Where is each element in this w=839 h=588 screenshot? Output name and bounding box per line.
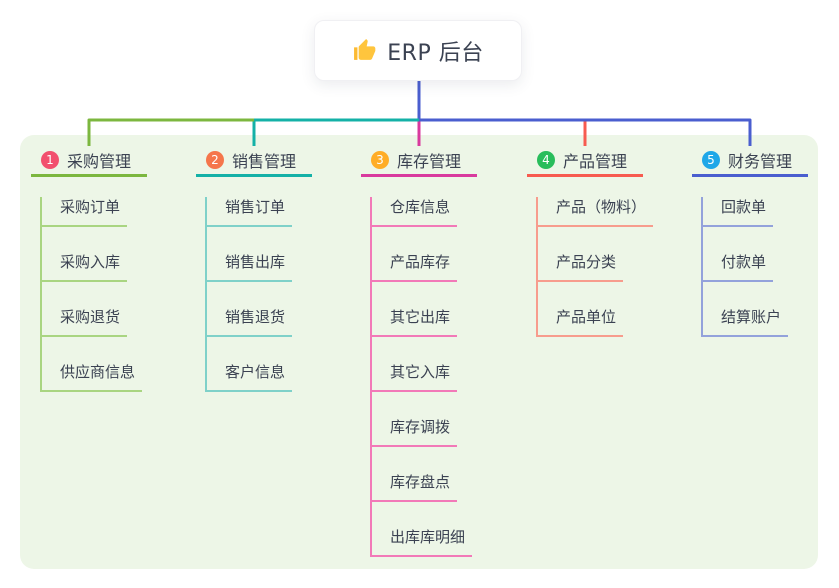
node-warehouse-info[interactable]: 仓库信息: [372, 197, 458, 227]
branch-inventory-label: 库存管理: [397, 152, 462, 171]
node-sales-outbound[interactable]: 销售出库: [207, 252, 293, 282]
branch-product-badge: 4: [537, 151, 555, 169]
branch-inventory: 3 库存管理 仓库信息 产品库存 其它出库 其它入库 库存调拨 库存盘点 出库库…: [361, 146, 481, 557]
branch-inventory-title[interactable]: 3 库存管理: [361, 146, 477, 177]
branch-finance-badge: 5: [702, 151, 720, 169]
root-node-label: ERP 后台: [387, 40, 484, 66]
branch-product: 4 产品管理 产品（物料） 产品分类 产品单位: [527, 146, 654, 337]
node-product-unit[interactable]: 产品单位: [538, 307, 624, 337]
branch-purchase-children: 采购订单 采购入库 采购退货 供应商信息: [40, 197, 151, 392]
branch-sales-children: 销售订单 销售出库 销售退货 客户信息: [205, 197, 316, 392]
branch-product-children: 产品（物料） 产品分类 产品单位: [536, 197, 654, 337]
branch-purchase: 1 采购管理 采购订单 采购入库 采购退货 供应商信息: [31, 146, 151, 392]
branch-finance: 5 财务管理 回款单 付款单 结算账户: [692, 146, 812, 337]
branches-background-panel: [20, 135, 818, 569]
node-purchase-return[interactable]: 采购退货: [42, 307, 128, 337]
node-purchase-order[interactable]: 采购订单: [42, 197, 128, 227]
node-other-inbound[interactable]: 其它入库: [372, 362, 458, 392]
node-outbound-detail[interactable]: 出库库明细: [372, 527, 473, 557]
thumbs-up-icon: [354, 39, 376, 60]
root-node-erp[interactable]: ERP 后台: [314, 20, 522, 81]
branch-finance-title[interactable]: 5 财务管理: [692, 146, 808, 177]
branch-product-title[interactable]: 4 产品管理: [527, 146, 643, 177]
branch-inventory-children: 仓库信息 产品库存 其它出库 其它入库 库存调拨 库存盘点 出库库明细: [370, 197, 481, 557]
node-purchase-inbound[interactable]: 采购入库: [42, 252, 128, 282]
node-other-outbound[interactable]: 其它出库: [372, 307, 458, 337]
node-payment-bill[interactable]: 付款单: [703, 252, 774, 282]
node-stock-count[interactable]: 库存盘点: [372, 472, 458, 502]
branch-purchase-badge: 1: [41, 151, 59, 169]
node-settlement-account[interactable]: 结算账户: [703, 307, 789, 337]
branch-sales-badge: 2: [206, 151, 224, 169]
branch-sales-title[interactable]: 2 销售管理: [196, 146, 312, 177]
node-customer-info[interactable]: 客户信息: [207, 362, 293, 392]
branch-inventory-badge: 3: [371, 151, 389, 169]
branch-sales: 2 销售管理 销售订单 销售出库 销售退货 客户信息: [196, 146, 316, 392]
branch-finance-children: 回款单 付款单 结算账户: [701, 197, 812, 337]
branch-finance-label: 财务管理: [728, 152, 793, 171]
branch-purchase-label: 采购管理: [67, 152, 132, 171]
node-stock-transfer[interactable]: 库存调拨: [372, 417, 458, 447]
node-receipt-bill[interactable]: 回款单: [703, 197, 774, 227]
node-sales-order[interactable]: 销售订单: [207, 197, 293, 227]
node-supplier-info[interactable]: 供应商信息: [42, 362, 143, 392]
node-product-stock[interactable]: 产品库存: [372, 252, 458, 282]
node-product-category[interactable]: 产品分类: [538, 252, 624, 282]
branch-sales-label: 销售管理: [232, 152, 297, 171]
node-product-material[interactable]: 产品（物料）: [538, 197, 654, 227]
branch-product-label: 产品管理: [563, 152, 628, 171]
node-sales-return[interactable]: 销售退货: [207, 307, 293, 337]
branch-purchase-title[interactable]: 1 采购管理: [31, 146, 147, 177]
